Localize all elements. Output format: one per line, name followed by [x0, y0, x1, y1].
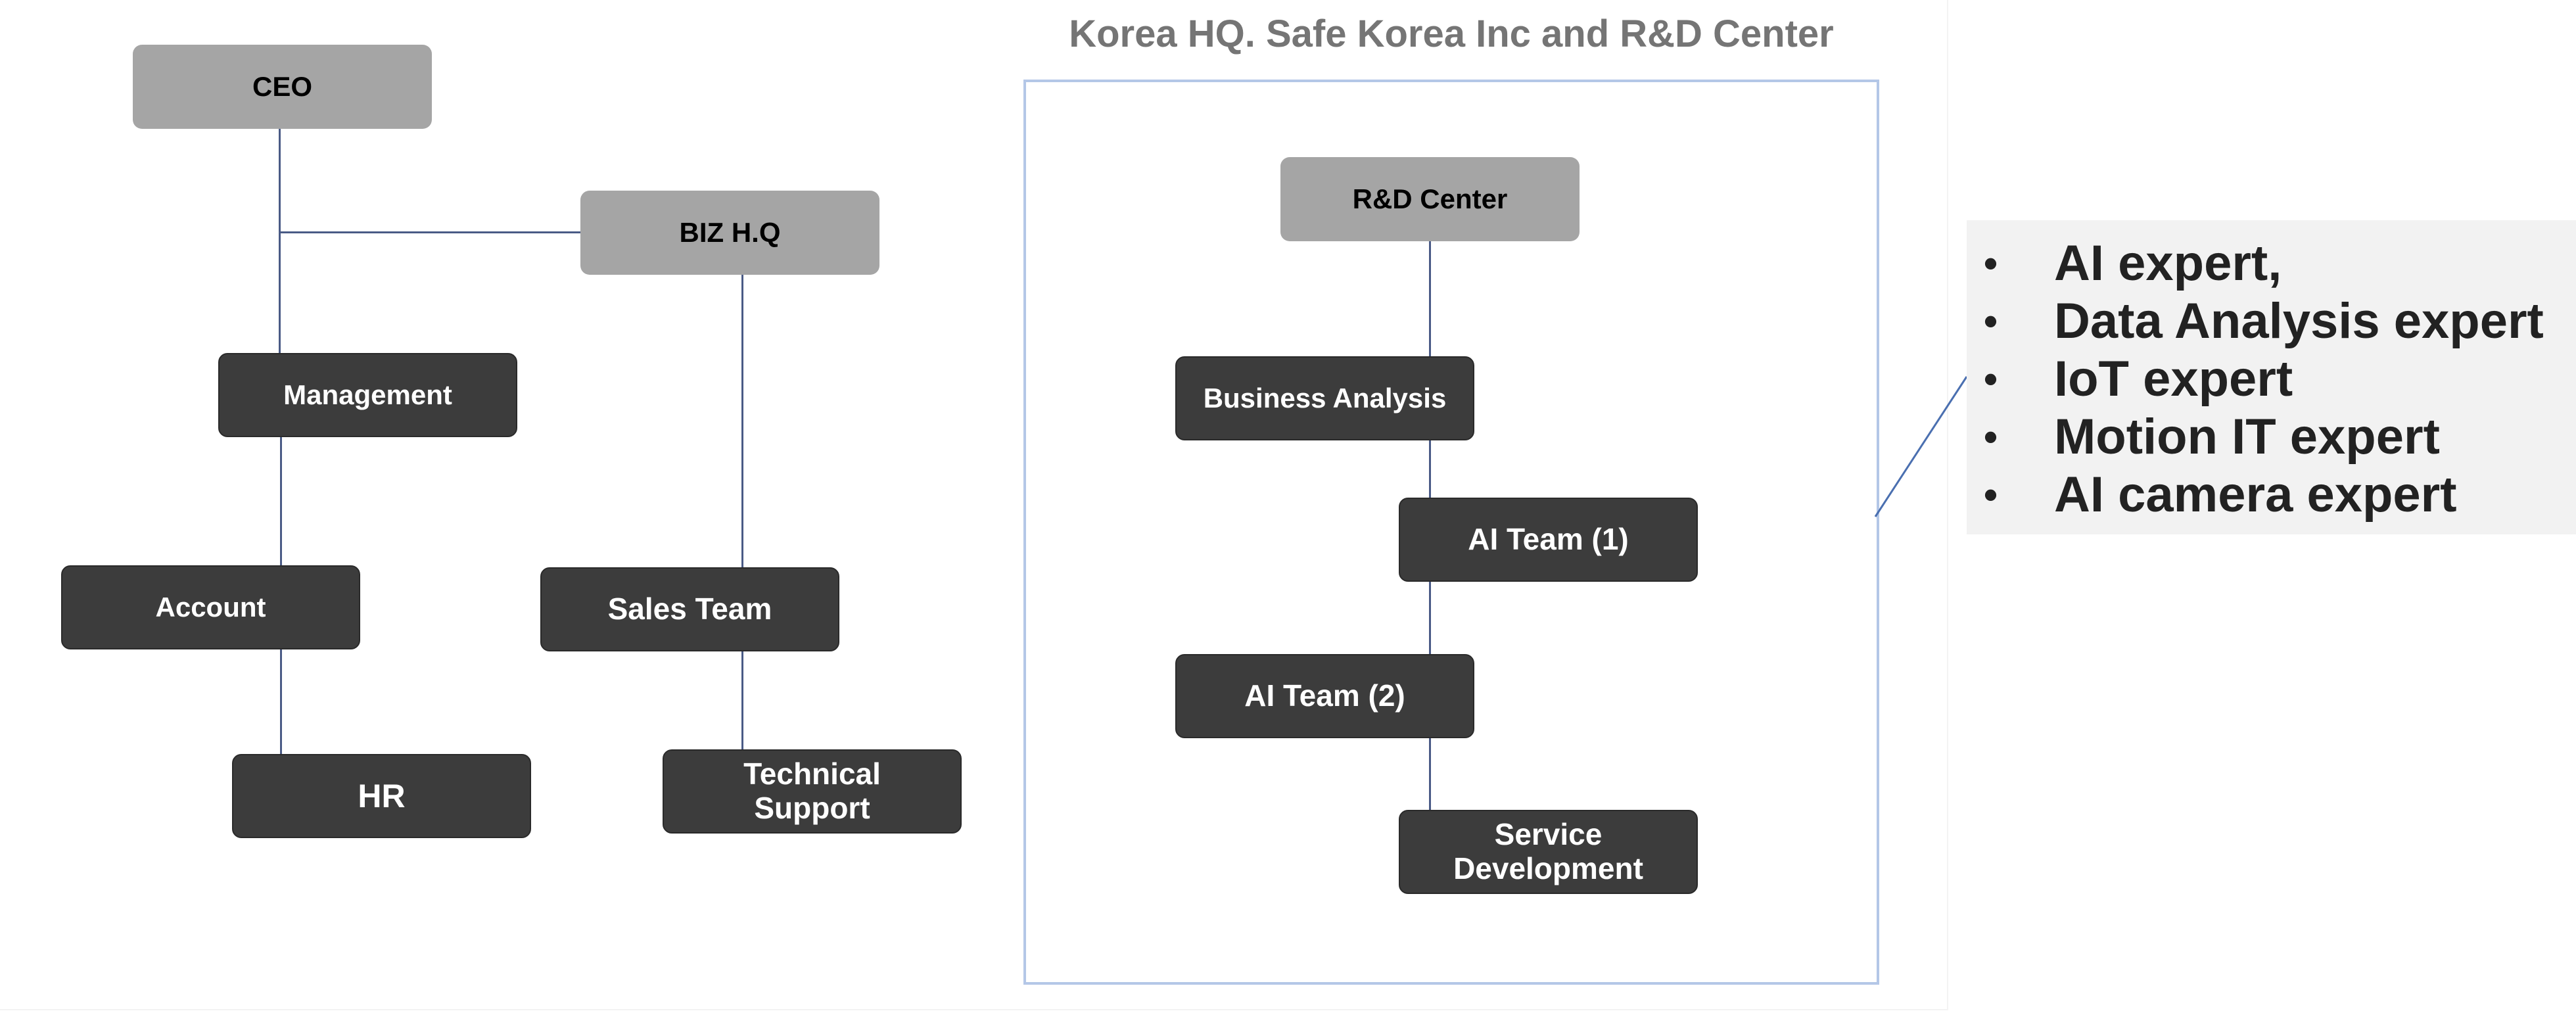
ceo-node: CEO [133, 45, 432, 129]
connector-ceo-bizhq [279, 231, 581, 233]
hr-node: HR [232, 754, 531, 838]
expert-label: Data Analysis expert [2054, 293, 2544, 349]
bullet-icon: • [1984, 357, 1998, 401]
biz-hq-node: BIZ H.Q [580, 191, 879, 275]
rnd-frame [1023, 80, 1879, 985]
connector-management-account [280, 437, 282, 566]
service-development-node: Service Development [1399, 810, 1698, 894]
ai-team-2-node: AI Team (2) [1175, 654, 1474, 738]
ai-team-1-node: AI Team (1) [1399, 498, 1698, 582]
connector-account-hr [280, 649, 282, 754]
connector-sales-support [741, 651, 743, 751]
expert-list: • AI expert, • Data Analysis expert • IoT e… [1967, 235, 2576, 524]
expert-item: • AI expert, [1967, 235, 2576, 293]
expert-item: • AI camera expert [1967, 466, 2576, 524]
callout-connector [1874, 376, 1968, 517]
sales-team-node: Sales Team [540, 567, 839, 651]
connector-ceo-management [279, 128, 281, 354]
expert-panel: • AI expert, • Data Analysis expert • IoT e… [1967, 220, 2576, 534]
bullet-icon: • [1984, 473, 1998, 517]
expert-label: Motion IT expert [2054, 409, 2440, 465]
connector-bizhq-sales [741, 275, 743, 568]
expert-item: • IoT expert [1967, 350, 2576, 408]
expert-label: AI expert, [2054, 235, 2282, 291]
rnd-center-node: R&D Center [1280, 157, 1580, 241]
expert-item: • Data Analysis expert [1967, 293, 2576, 350]
bullet-icon: • [1984, 241, 1998, 285]
management-node: Management [218, 353, 517, 437]
expert-label: IoT expert [2054, 351, 2293, 407]
business-analysis-node: Business Analysis [1175, 356, 1474, 440]
account-node: Account [61, 565, 360, 649]
bullet-icon: • [1984, 415, 1998, 459]
expert-item: • Motion IT expert [1967, 408, 2576, 466]
rnd-section-title: Korea HQ. Safe Korea Inc and R&D Center [1069, 12, 1834, 55]
technical-support-node: Technical Support [663, 749, 962, 834]
expert-label: AI camera expert [2054, 467, 2457, 523]
bullet-icon: • [1984, 299, 1998, 343]
